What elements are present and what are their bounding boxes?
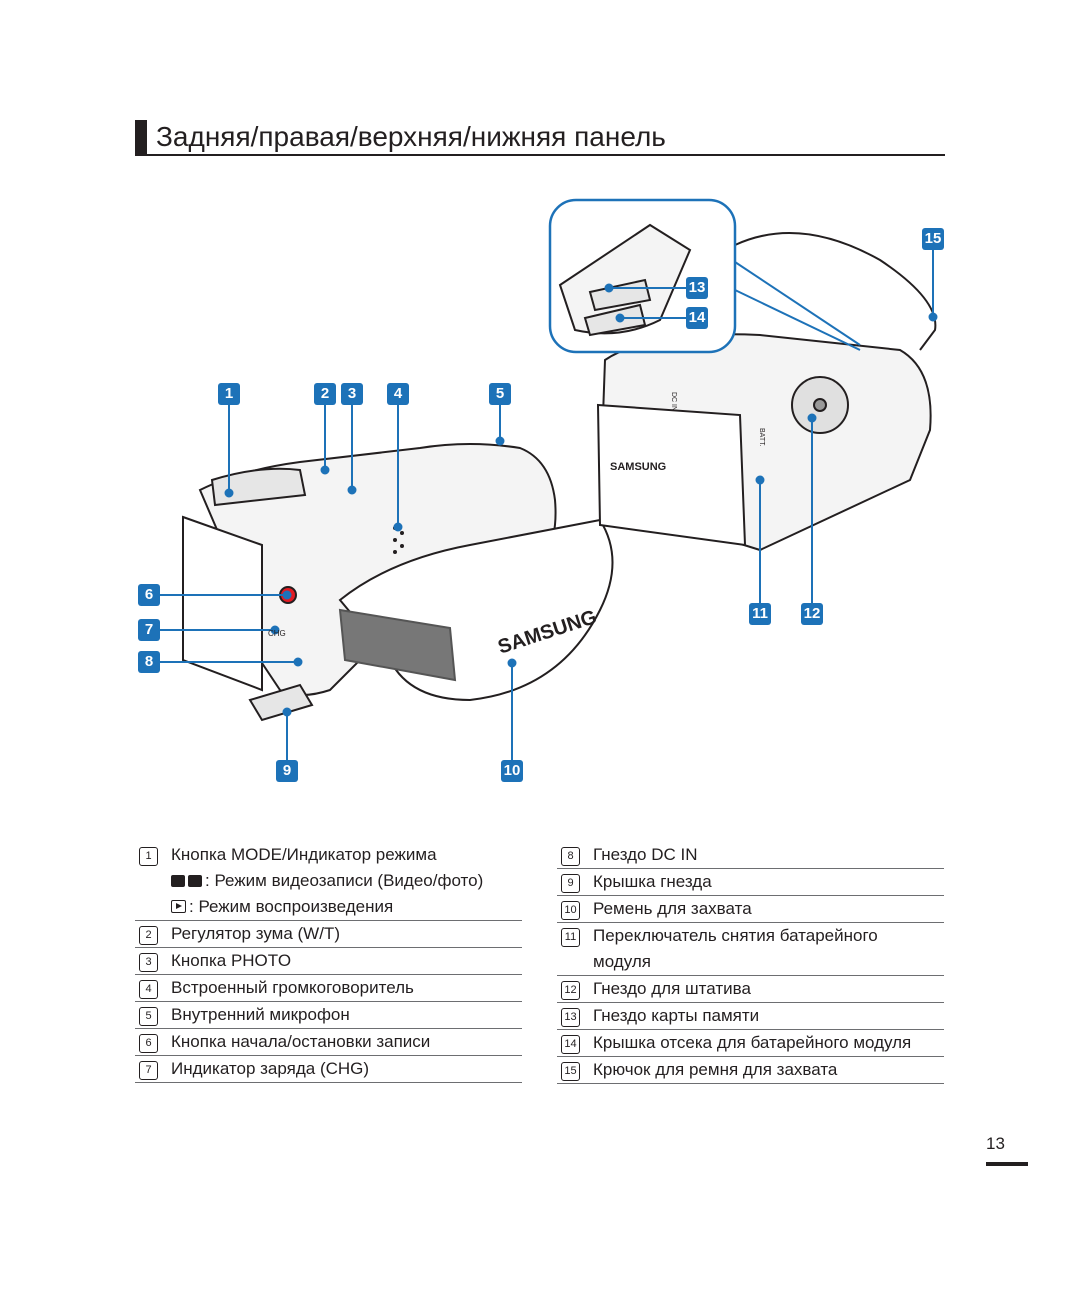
jack-cover-left: [248, 683, 314, 722]
item-text: Гнездо для штатива: [593, 979, 751, 998]
legend-item: 6 Кнопка начала/остановки записи: [135, 1029, 522, 1056]
item-number: 6: [139, 1034, 158, 1053]
lcd-top: [210, 467, 307, 507]
legend-item: модуля: [557, 949, 944, 976]
legend-item: 14 Крышка отсека для батарейного модуля: [557, 1030, 944, 1057]
strap-band: [338, 608, 457, 682]
legend-item: 1 Кнопка MODE/Индикатор режима: [135, 842, 522, 868]
camcorder-photo-icon: [171, 875, 185, 887]
item-number: 11: [561, 928, 580, 947]
legend-item: : Режим воспроизведения: [135, 894, 522, 921]
item-text: Регулятор зума (W/T): [171, 924, 340, 943]
item-number: 2: [139, 926, 158, 945]
callout-1: 1: [218, 383, 240, 405]
legend-item: 4 Встроенный громкоговоритель: [135, 975, 522, 1002]
item-number: 7: [139, 1061, 158, 1080]
legend-item: 2 Регулятор зума (W/T): [135, 921, 522, 948]
item-text: Гнездо карты памяти: [593, 1006, 760, 1025]
batt-label: BATT.: [758, 428, 765, 447]
callout-6: 6: [138, 584, 160, 606]
item-number: 12: [561, 981, 580, 1000]
camera-icon: [188, 875, 202, 887]
legend-right: 8 Гнездо DC IN 9 Крышка гнезда 10 Ремень…: [557, 842, 944, 1084]
dc-in-label: DC IN: [670, 392, 677, 411]
camcorder-diagram: SAMSUNG SAMSUNG CHG DC IN BATT.: [160, 198, 938, 760]
callout-10: 10: [501, 760, 523, 782]
item-text: : Режим видеозаписи (Видео/фото): [205, 871, 484, 890]
callout-9: 9: [276, 760, 298, 782]
legend-left: 1 Кнопка MODE/Индикатор режима : Режим в…: [135, 842, 522, 1083]
legend-item: 15 Крючок для ремня для захвата: [557, 1057, 944, 1084]
item-number: 4: [139, 980, 158, 999]
title-divider: [135, 154, 945, 156]
callout-14: 14: [686, 307, 708, 329]
callout-11: 11: [749, 603, 771, 625]
item-text: Кнопка начала/остановки записи: [171, 1032, 431, 1051]
item-number: 15: [561, 1062, 580, 1081]
playback-icon: [171, 900, 186, 913]
legend-item: 5 Внутренний микрофон: [135, 1002, 522, 1029]
battery-pack-left: [182, 515, 263, 692]
callout-7: 7: [138, 619, 160, 641]
callout-5: 5: [489, 383, 511, 405]
legend-item: 8 Гнездо DC IN: [557, 842, 944, 869]
hand-strap-loop: [734, 232, 937, 351]
item-text: Гнездо DC IN: [593, 845, 698, 864]
item-number: 3: [139, 953, 158, 972]
speaker-grille: [393, 526, 404, 554]
item-number: 13: [561, 1008, 580, 1027]
item-number: 8: [561, 847, 580, 866]
item-text: Ремень для захвата: [593, 899, 752, 918]
item-text: Крючок для ремня для захвата: [593, 1060, 838, 1079]
item-number: 14: [561, 1035, 580, 1054]
legend-item: 3 Кнопка PHOTO: [135, 948, 522, 975]
legend-item: : Режим видеозаписи (Видео/фото): [135, 868, 522, 894]
callout-4: 4: [387, 383, 409, 405]
callout-13: 13: [686, 277, 708, 299]
item-text: модуля: [593, 952, 651, 971]
legend-item: 10 Ремень для захвата: [557, 896, 944, 923]
item-text: Крышка гнезда: [593, 872, 712, 891]
callout-2: 2: [314, 383, 336, 405]
item-text: Встроенный громкоговоритель: [171, 978, 414, 997]
page-title: Задняя/правая/верхняя/нижняя панель: [156, 121, 666, 152]
legend-item: 13 Гнездо карты памяти: [557, 1003, 944, 1030]
leader-lines: [160, 250, 938, 760]
callout-12: 12: [801, 603, 823, 625]
item-number: 1: [139, 847, 158, 866]
legend-item: 9 Крышка гнезда: [557, 869, 944, 896]
brand-logo-battery: SAMSUNG: [610, 461, 666, 473]
legend-item: 11 Переключатель снятия батарейного: [557, 923, 944, 949]
callout-15: 15: [922, 228, 944, 250]
legend-item: 12 Гнездо для штатива: [557, 976, 944, 1003]
item-text: Индикатор заряда (CHG): [171, 1059, 370, 1078]
page-number-rule: [986, 1162, 1028, 1166]
page-number: 13: [986, 1134, 1005, 1153]
item-text: Переключатель снятия батарейного: [593, 926, 878, 945]
callout-3: 3: [341, 383, 363, 405]
item-text: : Режим воспроизведения: [189, 897, 394, 916]
battery-pack-right: [596, 403, 747, 547]
chg-label: CHG: [268, 629, 286, 638]
legend-item: 7 Индикатор заряда (CHG): [135, 1056, 522, 1083]
item-text: Внутренний микрофон: [171, 1005, 350, 1024]
item-number: 10: [561, 901, 580, 920]
item-text: Кнопка MODE/Индикатор режима: [171, 845, 437, 864]
callout-8: 8: [138, 651, 160, 673]
item-number: 5: [139, 1007, 158, 1026]
item-text: Кнопка PHOTO: [171, 951, 292, 970]
item-text: Крышка отсека для батарейного модуля: [593, 1033, 912, 1052]
item-number: 9: [561, 874, 580, 893]
title-marker: [135, 120, 147, 156]
